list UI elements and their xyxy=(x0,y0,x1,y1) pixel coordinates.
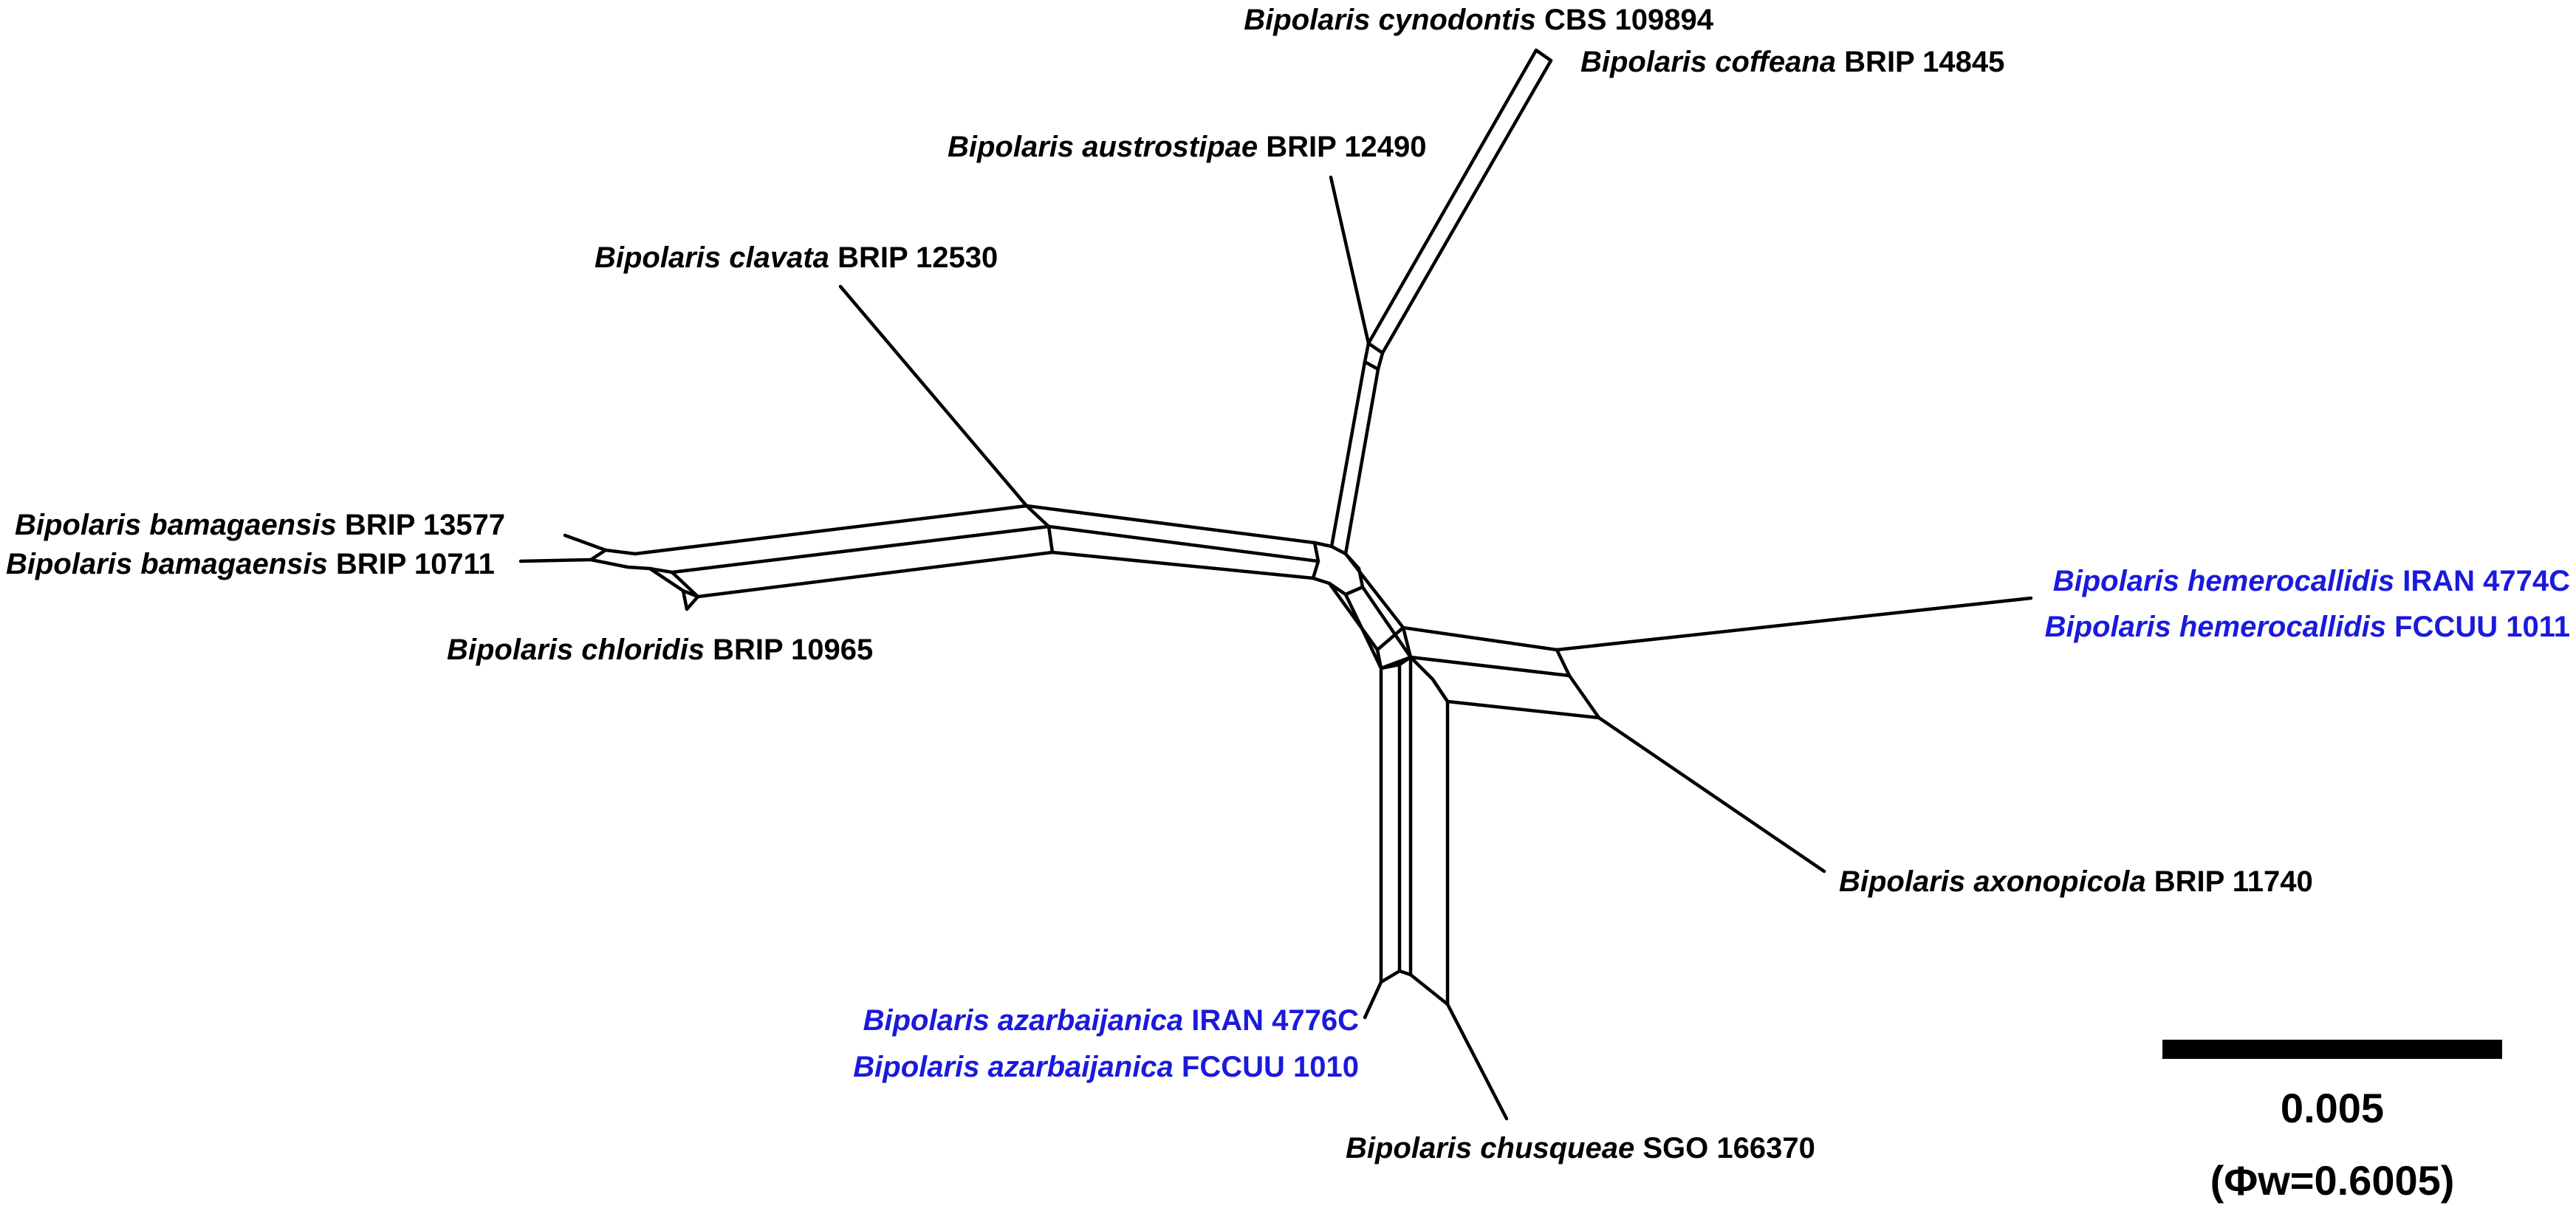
edge-coffeana xyxy=(1366,48,1538,346)
scale-value: 0.005 xyxy=(2281,1085,2384,1131)
edge-cynodontis xyxy=(1380,58,1553,355)
edge-center-c xyxy=(1327,581,1380,652)
edge-chusqueae xyxy=(1445,1002,1509,1121)
edge-center-b xyxy=(1360,585,1413,659)
edge-down-bridge xyxy=(1431,677,1450,704)
edge-top-tip xyxy=(1534,48,1553,63)
edge-left-a xyxy=(1024,504,1317,545)
edge-left-far-c xyxy=(696,550,1055,599)
edge-down-box xyxy=(1379,969,1450,1006)
label-chloridis: Bipolaris chloridis BRIP 10965 xyxy=(447,634,873,666)
edge-center-d xyxy=(1343,592,1383,670)
scale-bar-group: 0.005 (Φw=0.6005) xyxy=(2162,1040,2502,1204)
label-hemerocallidis-2: Bipolaris hemerocallidis FCCUU 1011 xyxy=(2045,611,2570,643)
taxon-labels: Bipolaris cynodontis CBS 109894 Bipolari… xyxy=(6,4,2570,1164)
edge-right-b xyxy=(1408,655,1572,678)
label-austrostipae: Bipolaris austrostipae BRIP 12490 xyxy=(948,131,1426,163)
edge-center-hub xyxy=(1311,541,1365,597)
edge-bamagaensis-box xyxy=(589,548,674,574)
edge-bamagaensis-1 xyxy=(563,533,608,552)
edge-axonopicola xyxy=(1597,716,1826,874)
label-chusqueae: Bipolaris chusqueae SGO 166370 xyxy=(1346,1132,1815,1164)
edge-clavata xyxy=(838,284,1029,508)
label-clavata: Bipolaris clavata BRIP 12530 xyxy=(595,241,998,274)
edge-left-box xyxy=(1024,504,1055,555)
edge-hemerocallidis xyxy=(1555,596,2033,652)
edge-left-b xyxy=(1046,524,1320,563)
label-bamagaensis-1: Bipolaris bamagaensis BRIP 13577 xyxy=(15,509,505,541)
edge-right-c xyxy=(1445,699,1601,720)
edge-left-c xyxy=(1050,550,1315,580)
scale-bar xyxy=(2162,1040,2502,1059)
edge-center-a xyxy=(1343,552,1405,630)
edge-bamagaensis-box2 xyxy=(648,566,700,599)
edge-right-box xyxy=(1555,648,1601,720)
edge-left-far-b xyxy=(670,524,1051,574)
edge-down-top xyxy=(1379,655,1413,670)
label-azarbaijanica-1: Bipolaris azarbaijanica IRAN 4776C xyxy=(863,1004,1359,1037)
edge-chloridis-box xyxy=(681,589,700,611)
edge-left-far-a xyxy=(633,504,1029,556)
label-azarbaijanica-2: Bipolaris azarbaijanica FCCUU 1010 xyxy=(853,1051,1359,1083)
edge-right-a xyxy=(1401,625,1559,652)
label-hemerocallidis-1: Bipolaris hemerocallidis IRAN 4774C xyxy=(2053,565,2570,597)
scale-phi: (Φw=0.6005) xyxy=(2210,1157,2455,1204)
edge-azarbaijanica xyxy=(1363,980,1383,1020)
label-bamagaensis-2: Bipolaris bamagaensis BRIP 10711 xyxy=(6,548,495,580)
edge-top-stem-b xyxy=(1343,367,1380,556)
label-axonopicola: Bipolaris axonopicola BRIP 11740 xyxy=(1839,865,2313,898)
label-coffeana: Bipolaris coffeana BRIP 14845 xyxy=(1580,46,2004,78)
edge-top-stem-a xyxy=(1329,360,1367,549)
edge-austrostipae-box xyxy=(1363,341,1385,371)
label-cynodontis: Bipolaris cynodontis CBS 109894 xyxy=(1244,4,1714,36)
network-edges xyxy=(518,48,2033,1121)
edge-austrostipae xyxy=(1329,175,1371,346)
edge-bamagaensis-2 xyxy=(518,558,593,563)
